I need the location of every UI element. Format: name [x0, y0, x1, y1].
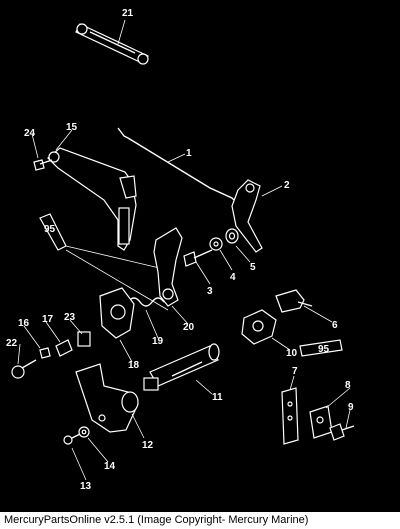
- callout-23: 23: [64, 312, 76, 323]
- callout-10: 10: [286, 348, 298, 359]
- part-12-lever-arm[interactable]: [75, 363, 139, 433]
- part-24-screw[interactable]: [33, 159, 53, 171]
- callout-8: 8: [345, 380, 351, 391]
- part-8-clip[interactable]: [309, 405, 333, 439]
- part-6-fitting[interactable]: [275, 289, 313, 313]
- part-18-cam[interactable]: [99, 287, 135, 339]
- callout-24: 24: [24, 128, 36, 139]
- part-7-plate[interactable]: [281, 387, 299, 445]
- part-2-lever[interactable]: [231, 179, 263, 253]
- part-19-spring[interactable]: [127, 297, 165, 307]
- part-9-bolt[interactable]: [329, 423, 355, 441]
- part-tube-b-lubricant[interactable]: 95: [299, 339, 343, 357]
- callout-18: 18: [128, 360, 140, 371]
- tube-a-label: 95: [44, 224, 56, 235]
- callout-2: 2: [284, 180, 290, 191]
- callout-22: 22: [6, 338, 18, 349]
- part-15-throttle-arm[interactable]: [47, 147, 137, 251]
- callout-7: 7: [292, 366, 298, 377]
- part-3-bolt[interactable]: [183, 249, 213, 267]
- callout-12: 12: [142, 440, 154, 451]
- callout-9: 9: [348, 402, 354, 413]
- callout-leaders: [17, 19, 351, 481]
- part-tube-a-lubricant[interactable]: 95: [39, 213, 67, 251]
- part-17-washer[interactable]: [55, 339, 73, 357]
- callout-19: 19: [152, 336, 164, 347]
- part-4-washer[interactable]: [209, 237, 223, 251]
- part-16-screw[interactable]: [39, 347, 51, 359]
- callout-14: 14: [104, 461, 116, 472]
- callout-17: 17: [42, 314, 54, 325]
- callout-6: 6: [332, 320, 338, 331]
- part-22-screw[interactable]: [11, 359, 37, 379]
- tube-b-label: 95: [318, 344, 330, 355]
- part-20-cam-follower[interactable]: [153, 227, 183, 307]
- part-11-shaft[interactable]: [143, 343, 220, 391]
- image-caption: MercuryPartsOnline v2.5.1 (Image Copyrig…: [0, 512, 400, 529]
- part-23-bushing[interactable]: [77, 331, 91, 347]
- part-5-bushing[interactable]: [225, 228, 239, 244]
- part-10-block[interactable]: [241, 309, 277, 345]
- exploded-parts-diagram: 95: [6, 8, 355, 492]
- callout-3: 3: [207, 286, 213, 297]
- callout-15: 15: [66, 122, 78, 133]
- callout-21: 21: [122, 8, 134, 19]
- callout-16: 16: [18, 318, 30, 329]
- part-21-link-bar[interactable]: [75, 23, 149, 65]
- part-1-throttle-rod[interactable]: [117, 127, 239, 205]
- callout-20: 20: [183, 322, 195, 333]
- callout-4: 4: [230, 272, 236, 283]
- callout-5: 5: [250, 262, 256, 273]
- callout-13: 13: [80, 481, 92, 492]
- part-13-screw[interactable]: [63, 433, 81, 445]
- part-14-washer[interactable]: [78, 426, 90, 438]
- guide-lines: [65, 245, 169, 311]
- callout-11: 11: [212, 392, 223, 403]
- callout-1: 1: [186, 148, 192, 159]
